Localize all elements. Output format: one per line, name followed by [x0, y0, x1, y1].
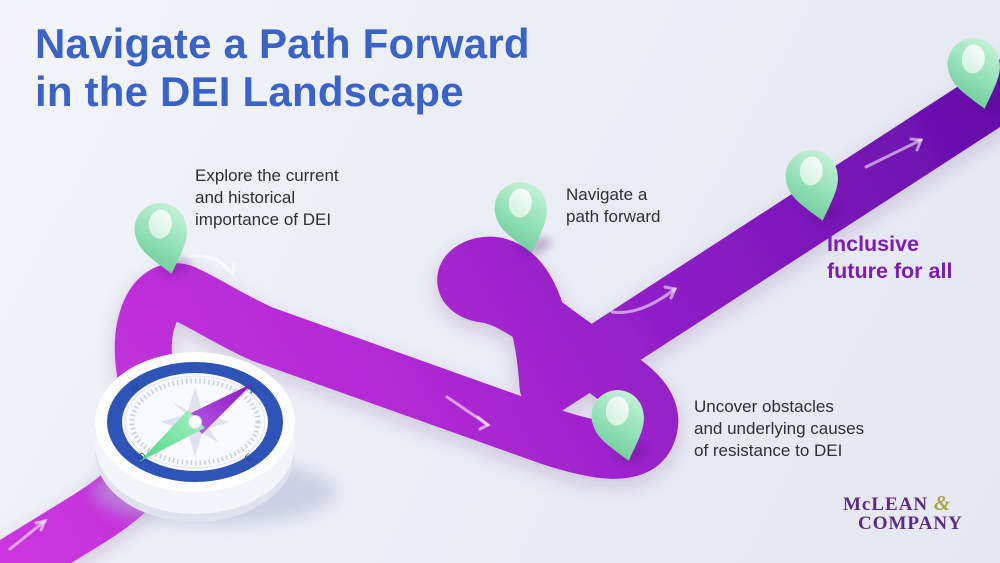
pin-icon-explore: [129, 198, 197, 282]
milestone-label-explore: Explore the current and historical impor…: [195, 166, 339, 229]
path-arrow-final-icon: [864, 137, 924, 169]
page-title: Navigate a Path Forward in the DEI Lands…: [35, 20, 530, 115]
logo-ampersand: &: [933, 491, 952, 515]
milestone-label-uncover: Uncover obstacles and underlying causes …: [694, 397, 865, 460]
milestone-label-navigate: Navigate a path forward: [566, 185, 661, 226]
path-arrows: [8, 137, 924, 551]
logo-company: COMPANY: [858, 513, 963, 534]
compass-tick-ring: [129, 378, 261, 466]
path-arrow-after-uncover-icon: [610, 285, 678, 315]
logo-name: McLEAN: [843, 494, 929, 515]
compass-icon: N W S E: [92, 352, 336, 525]
milestone-label-inclusive: Inclusive future for all: [827, 232, 953, 283]
path-arrow-start-icon: [8, 518, 48, 551]
compass-needle-icon: [139, 383, 253, 462]
path-arrow-descent-icon: [445, 395, 491, 431]
company-logo: McLEAN & COMPANY: [843, 491, 963, 534]
path-arrow-after-explore-icon: [187, 254, 236, 276]
